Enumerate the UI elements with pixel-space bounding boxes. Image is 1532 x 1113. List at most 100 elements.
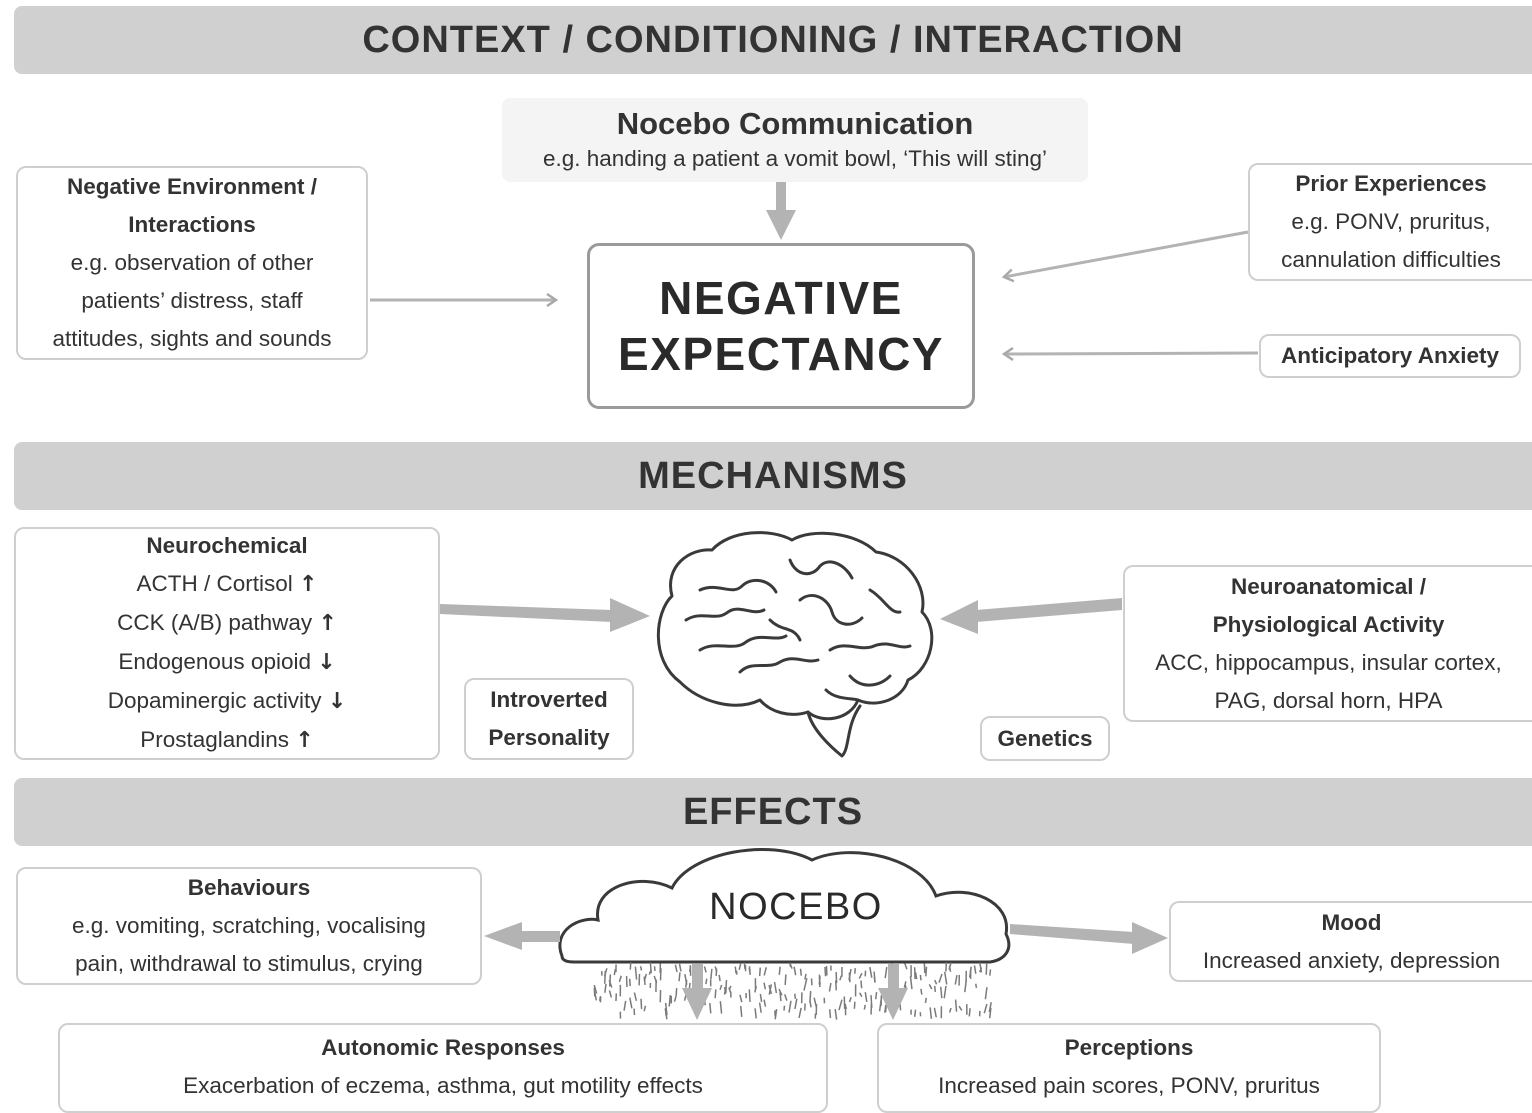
rain-mark xyxy=(595,993,596,1001)
environment-title-1: Negative Environment / xyxy=(18,168,366,206)
rain-mark xyxy=(669,995,670,1006)
environment-title-2: Interactions xyxy=(18,206,366,244)
brain-icon xyxy=(658,533,931,756)
rain-mark xyxy=(799,1008,801,1018)
rain-mark xyxy=(949,963,951,970)
prior-experiences-line-2: cannulation difficulties xyxy=(1250,241,1532,279)
neuroanatomical-title-2: Physiological Activity xyxy=(1125,606,1532,644)
rain-mark xyxy=(990,969,991,975)
perceptions-title: Perceptions xyxy=(879,1029,1379,1067)
neuroanatomical-line-2: PAG, dorsal horn, HPA xyxy=(1125,682,1532,720)
rain-mark xyxy=(859,973,862,978)
arrow-anxiety-to-expectancy xyxy=(1004,353,1258,354)
rain-mark xyxy=(725,987,726,994)
arrow-cloud-to-behaviours xyxy=(484,922,560,950)
rain-mark xyxy=(814,998,816,1007)
rain-mark xyxy=(840,976,842,981)
autonomic-line: Exacerbation of eczema, asthma, gut moti… xyxy=(60,1067,826,1105)
rain-mark xyxy=(849,997,851,1002)
nocebo-label: NOCEBO xyxy=(680,886,912,929)
rain-mark xyxy=(921,989,922,995)
rain-mark xyxy=(749,989,750,1001)
rain-mark xyxy=(885,967,887,978)
rain-mark xyxy=(795,999,797,1009)
neuroanatomical-box: Neuroanatomical / Physiological Activity… xyxy=(1123,565,1532,722)
rain-mark xyxy=(930,1007,931,1018)
rain-mark xyxy=(984,1004,987,1013)
rain-mark xyxy=(686,980,687,988)
neurochemical-item: Dopaminergic activity ↓ xyxy=(16,682,438,721)
rain-mark xyxy=(634,993,636,1001)
rain-mark xyxy=(941,987,942,998)
rain-mark xyxy=(644,974,646,981)
rain-mark xyxy=(795,994,796,999)
mood-line: Increased anxiety, depression xyxy=(1171,942,1532,980)
rain-mark xyxy=(720,985,722,990)
rain-mark xyxy=(711,969,712,979)
environment-line-2: patients’ distress, staff xyxy=(18,282,366,320)
rain-mark xyxy=(630,979,631,986)
nocebo-communication-box: Nocebo Communication e.g. handing a pati… xyxy=(502,98,1088,182)
arrow-cloud-to-perceptions xyxy=(878,964,908,1020)
genetics-title: Genetics xyxy=(982,720,1108,758)
rain-mark xyxy=(630,998,632,1009)
rain-mark xyxy=(706,979,707,984)
environment-line-3: attitudes, sights and sounds xyxy=(18,320,366,358)
rain-mark xyxy=(965,980,966,992)
rain-mark xyxy=(635,967,636,980)
rain-mark xyxy=(710,1003,711,1013)
neurochemical-item: ACTH / Cortisol ↑ xyxy=(16,565,438,604)
rain-mark xyxy=(861,981,862,989)
perceptions-line: Increased pain scores, PONV, pruritus xyxy=(879,1067,1379,1105)
rain-mark xyxy=(880,1004,881,1012)
rain-mark xyxy=(945,972,947,985)
rain-mark xyxy=(925,998,926,1003)
rain-mark xyxy=(641,999,642,1009)
rain-mark xyxy=(610,974,611,986)
prior-experiences-title: Prior Experiences xyxy=(1250,165,1532,203)
personality-line-1: Introverted xyxy=(466,681,632,719)
rain-mark xyxy=(935,980,937,984)
rain-mark xyxy=(839,1000,842,1010)
neurochemical-title: Neurochemical xyxy=(16,527,438,565)
rain-mark xyxy=(785,994,787,1000)
arrow-cloud-to-mood xyxy=(1010,922,1168,954)
rain-mark xyxy=(915,1010,916,1017)
perceptions-box: Perceptions Increased pain scores, PONV,… xyxy=(877,1023,1381,1113)
rain-mark xyxy=(955,975,957,984)
negative-expectancy-line-1: NEGATIVE xyxy=(659,270,903,326)
rain-mark xyxy=(950,1008,951,1012)
rain-mark xyxy=(836,980,837,990)
rain-mark xyxy=(920,975,921,980)
rain-mark xyxy=(854,1002,855,1009)
rain-mark xyxy=(605,984,606,993)
rain-mark xyxy=(764,1000,765,1007)
rain-mark xyxy=(910,976,912,989)
rain-mark xyxy=(959,1006,962,1010)
rain-mark xyxy=(805,974,806,980)
rain-mark xyxy=(614,969,615,975)
rain-mark xyxy=(785,974,786,985)
rain-mark xyxy=(779,967,780,975)
rain-mark xyxy=(641,966,642,970)
rain-mark xyxy=(969,1008,970,1016)
rain-mark xyxy=(926,967,927,977)
behaviours-line-1: e.g. vomiting, scratching, vocalising xyxy=(18,907,480,945)
rain-mark xyxy=(605,971,606,984)
rain-mark xyxy=(829,983,830,992)
rain-mark xyxy=(830,1009,831,1018)
rain-mark xyxy=(865,992,866,1002)
negative-environment-box: Negative Environment / Interactions e.g.… xyxy=(16,166,368,360)
anticipatory-anxiety-box: Anticipatory Anxiety xyxy=(1259,334,1521,378)
rain-mark xyxy=(976,984,977,988)
rain-mark xyxy=(609,990,611,997)
rain-mark xyxy=(675,996,677,1001)
arrow-up-icon: ↑ xyxy=(318,611,336,636)
neuroanatomical-line-1: ACC, hippocampus, insular cortex, xyxy=(1125,644,1532,682)
rain-mark xyxy=(789,1001,791,1013)
rain-mark xyxy=(905,963,907,969)
rain-mark xyxy=(760,994,761,1002)
introverted-personality-box: Introverted Personality xyxy=(464,678,634,760)
rain-mark xyxy=(675,965,677,972)
rain-mark xyxy=(760,968,761,976)
